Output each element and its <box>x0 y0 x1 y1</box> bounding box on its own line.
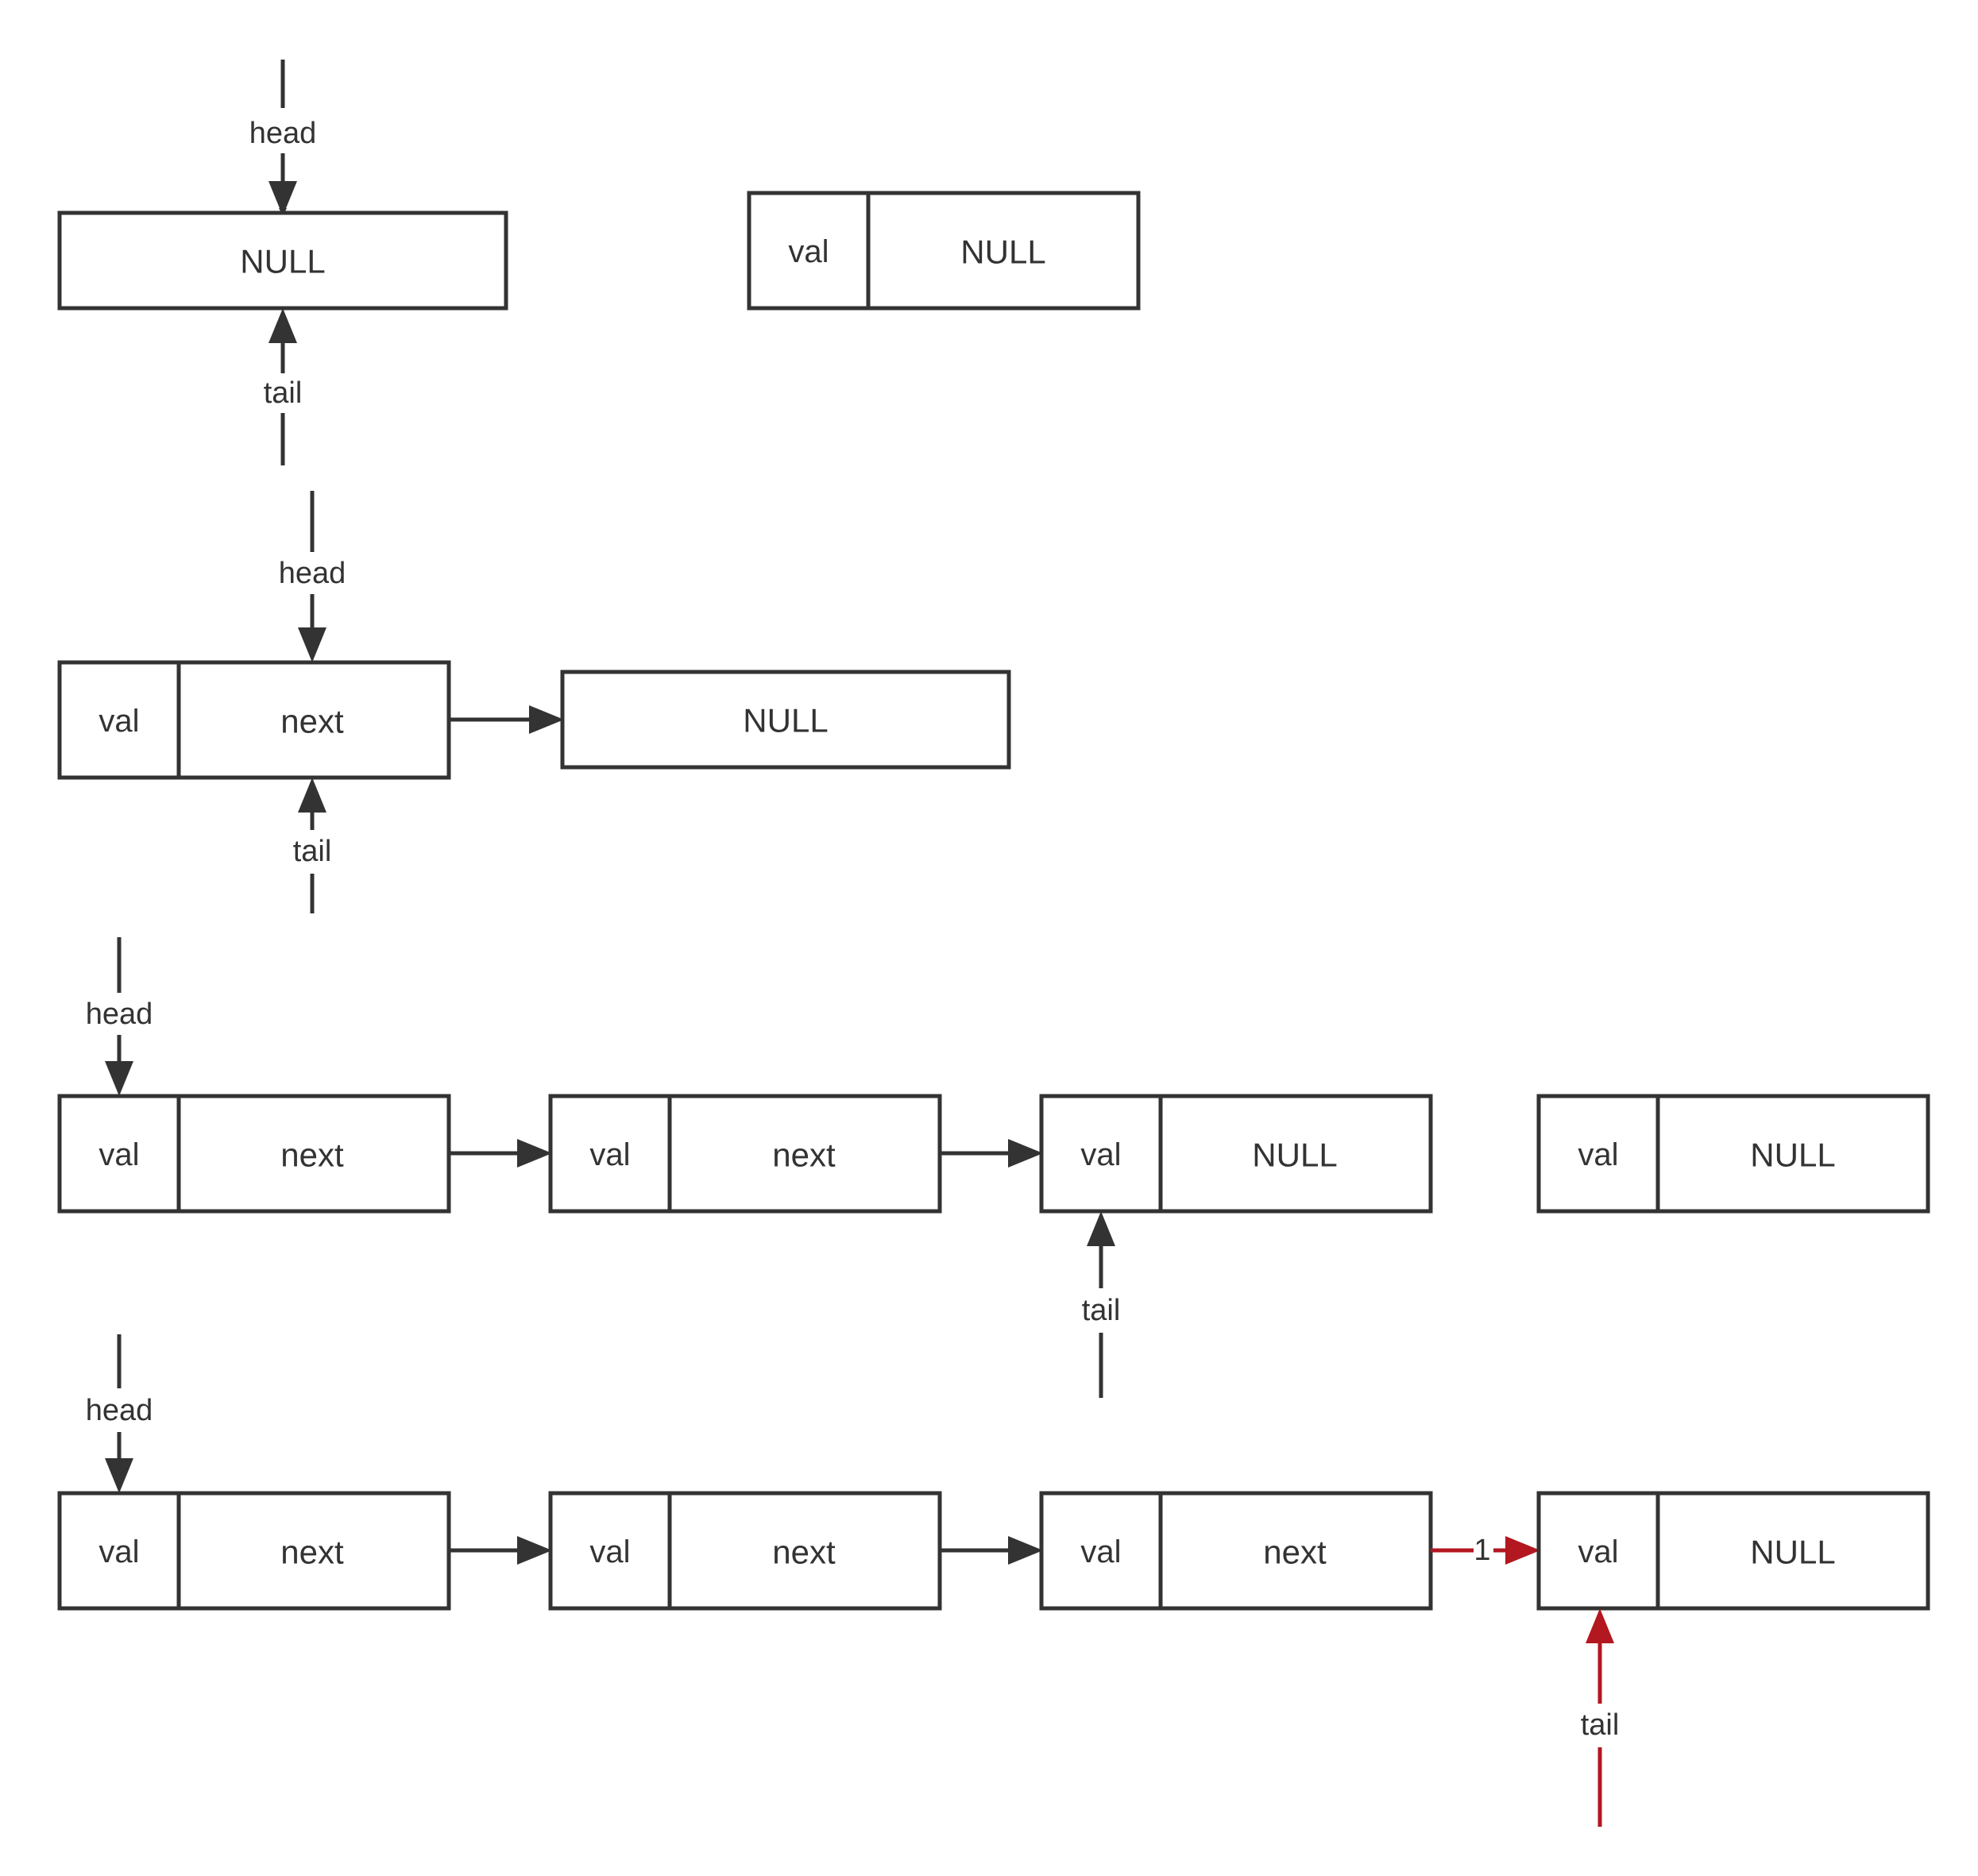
tail-label: tail <box>293 835 332 868</box>
node-null-label: NULL <box>1252 1137 1337 1174</box>
tail-pointer: tail <box>293 778 332 913</box>
node-val-label: val <box>1080 1534 1121 1569</box>
tail-pointer: tail <box>264 308 303 465</box>
new-link-arrow: 1 <box>1431 1534 1540 1567</box>
null-label: NULL <box>240 243 325 280</box>
node-val-label: val <box>1080 1137 1121 1172</box>
node-val-label: val <box>99 1534 139 1569</box>
node-next-label: next <box>280 1137 344 1174</box>
node-next-label: next <box>280 703 344 740</box>
null-label: NULL <box>743 702 828 739</box>
tail-label: tail <box>1581 1708 1620 1742</box>
node-next-label: next <box>1263 1534 1327 1571</box>
node-val-label: val <box>589 1137 630 1172</box>
node-val-label: val <box>99 1137 139 1172</box>
node-null-label: NULL <box>1750 1534 1835 1571</box>
head-label: head <box>279 557 346 590</box>
next-arrow <box>449 1536 552 1565</box>
node-val-label: val <box>788 234 829 269</box>
node-val-label: val <box>99 704 139 739</box>
next-arrow <box>449 1139 552 1168</box>
list-node: val NULL <box>1039 1094 1433 1214</box>
head-pointer: head <box>249 60 317 216</box>
step-3-three-nodes: head val next val next val NULL <box>57 937 1930 1398</box>
node-next-label: next <box>280 1534 344 1571</box>
step-2-one-node: head val next NULL tail <box>57 491 1011 913</box>
node-null-label: NULL <box>960 234 1045 271</box>
null-node: NULL <box>560 670 1011 770</box>
tail-pointer: tail <box>1082 1211 1121 1398</box>
tail-label: tail <box>1082 1294 1121 1327</box>
node-next-label: next <box>772 1534 836 1571</box>
next-arrow <box>940 1536 1043 1565</box>
new-node: val NULL <box>1536 1491 1930 1611</box>
head-pointer: head <box>86 937 153 1096</box>
tail-label: tail <box>264 376 303 410</box>
head-pointer: head <box>279 491 346 662</box>
head-pointer: head <box>86 1334 153 1493</box>
list-node: val next <box>548 1491 942 1611</box>
node-val-label: val <box>589 1534 630 1569</box>
node-next-label: next <box>772 1137 836 1174</box>
head-label: head <box>86 1394 153 1427</box>
next-arrow <box>449 705 564 734</box>
node-val-label: val <box>1578 1534 1618 1569</box>
tail-pointer: tail <box>1581 1608 1620 1827</box>
list-node: val next <box>57 660 451 780</box>
list-node: val next <box>57 1094 451 1214</box>
step-1-empty-list: head NULL tail val NULL <box>57 60 1141 465</box>
node-null-label: NULL <box>1750 1137 1835 1174</box>
null-node: NULL <box>57 210 508 311</box>
node-val-label: val <box>1578 1137 1618 1172</box>
new-node: val NULL <box>1536 1094 1930 1214</box>
list-node: val next <box>548 1094 942 1214</box>
head-label: head <box>249 117 317 150</box>
edge-step-label: 1 <box>1474 1534 1490 1567</box>
step-4-append-node: head val next val next val next <box>57 1334 1930 1827</box>
next-arrow <box>940 1139 1043 1168</box>
head-label: head <box>86 998 153 1031</box>
list-node: val next <box>57 1491 451 1611</box>
new-node: val NULL <box>747 191 1141 311</box>
list-node: val next <box>1039 1491 1433 1611</box>
